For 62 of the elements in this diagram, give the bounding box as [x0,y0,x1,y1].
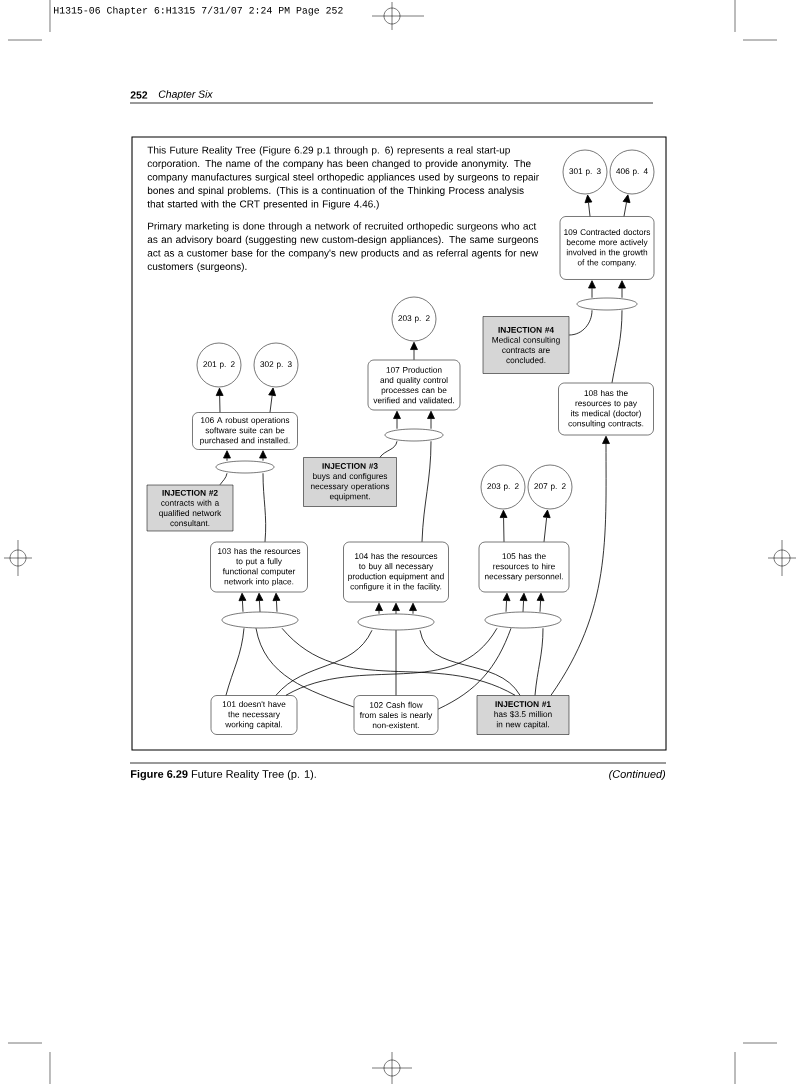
connector-line [225,627,245,696]
description-paragraph: Primary marketing is done through a network of recruited orthopedic surgeons who act as an advisory board (suggesting new custom-design appliances). The same surgeons act as a customer base for the company's new products and as referral agents for new customers (surgeons). [147,222,539,272]
connector-line [395,629,397,696]
connector-line [437,627,512,710]
arrow [618,280,626,299]
arrow [392,602,400,615]
page-number: 252 [130,91,148,99]
injection-box: INJECTION #1 has $3.5 million in new capital. [476,695,570,735]
injection-box: INJECTION #4 Medical consulting contracts are concluded. [482,316,570,374]
connector-line [568,309,593,336]
description-paragraph: This Future Reality Tree (Figure 6.29 p.1 through p. 6) represents a real start-up corporation. The name of the company has been changed to provide anonymity. The company manufactures surgical steel orthopedic appliances used by surgeons to repair bones and spinal problems. (This is a continuation of the Thinking Process analysis that started with the CRT presented in Figure 4.46.) [147,146,539,210]
arrow [272,592,281,613]
and-connector-ellipse [215,460,275,474]
arrow [584,194,593,217]
connector-line [379,440,398,458]
connector-line [534,627,544,696]
connector-line [255,627,355,708]
entity-box: 109 Contracted doctors become more actively involved in the growth of the company. [559,216,655,280]
connector-line [219,472,228,486]
arrow [499,509,508,543]
connector-line [262,472,267,543]
and-connector-ellipse [221,611,299,629]
connector-line [421,440,432,543]
arrow [215,387,224,413]
entity-box: 108 has the resources to pay its medical (doctor) consulting contracts. [558,382,654,436]
and-connector-ellipse [484,611,562,629]
entity-box: 104 has the resources to buy all necessary production equipment and configure it in the facility. [343,541,449,603]
figure-caption: Figure 6.29 Future Reality Tree (p. 1). [131,769,316,781]
connector-line [419,629,521,696]
and-connector-ellipse [384,428,444,442]
running-header: Chapter Six [158,90,213,100]
arrow [259,450,267,462]
arrow [393,410,401,430]
arrow [502,592,511,613]
arrow [588,280,596,299]
arrow [255,592,264,613]
arrow [519,592,528,613]
and-connector-ellipse [576,297,638,311]
injection-box: INJECTION #3 buys and configures necessary operations equipment. [303,457,397,507]
and-connector-ellipse [357,613,435,631]
arrow [410,341,418,361]
entity-box: 102 Cash flow from sales is nearly non-existent. [353,695,439,735]
arrow [238,592,247,613]
arrow [550,435,610,696]
arrow [622,194,631,217]
entity-box: 107 Production and quality control processes can be verified and validated. [367,359,461,411]
arrow [409,602,417,615]
connector-line [275,629,373,696]
arrow [536,592,545,613]
entity-box: 106 A robust operations software suite can be purchased and installed. [192,412,298,450]
arrow [223,450,231,462]
continued-note: (Continued) [609,769,666,781]
arrow [375,602,383,615]
arrow [542,509,551,543]
entity-box: 101 doesn't have the necessary working capital. [210,695,298,735]
arrow [427,410,435,430]
entity-box: 103 has the resources to put a fully functional computer network into place. [210,541,308,593]
injection-box: INJECTION #2 contracts with a qualified network consultant. [146,484,234,532]
slug-text: H1315-06 Chapter 6:H1315 7/31/07 2:24 PM Page 252 [54,6,343,16]
connector-line [611,309,623,384]
entity-box: 105 has the resources to hire necessary personnel. [478,541,570,593]
arrow [268,387,276,413]
